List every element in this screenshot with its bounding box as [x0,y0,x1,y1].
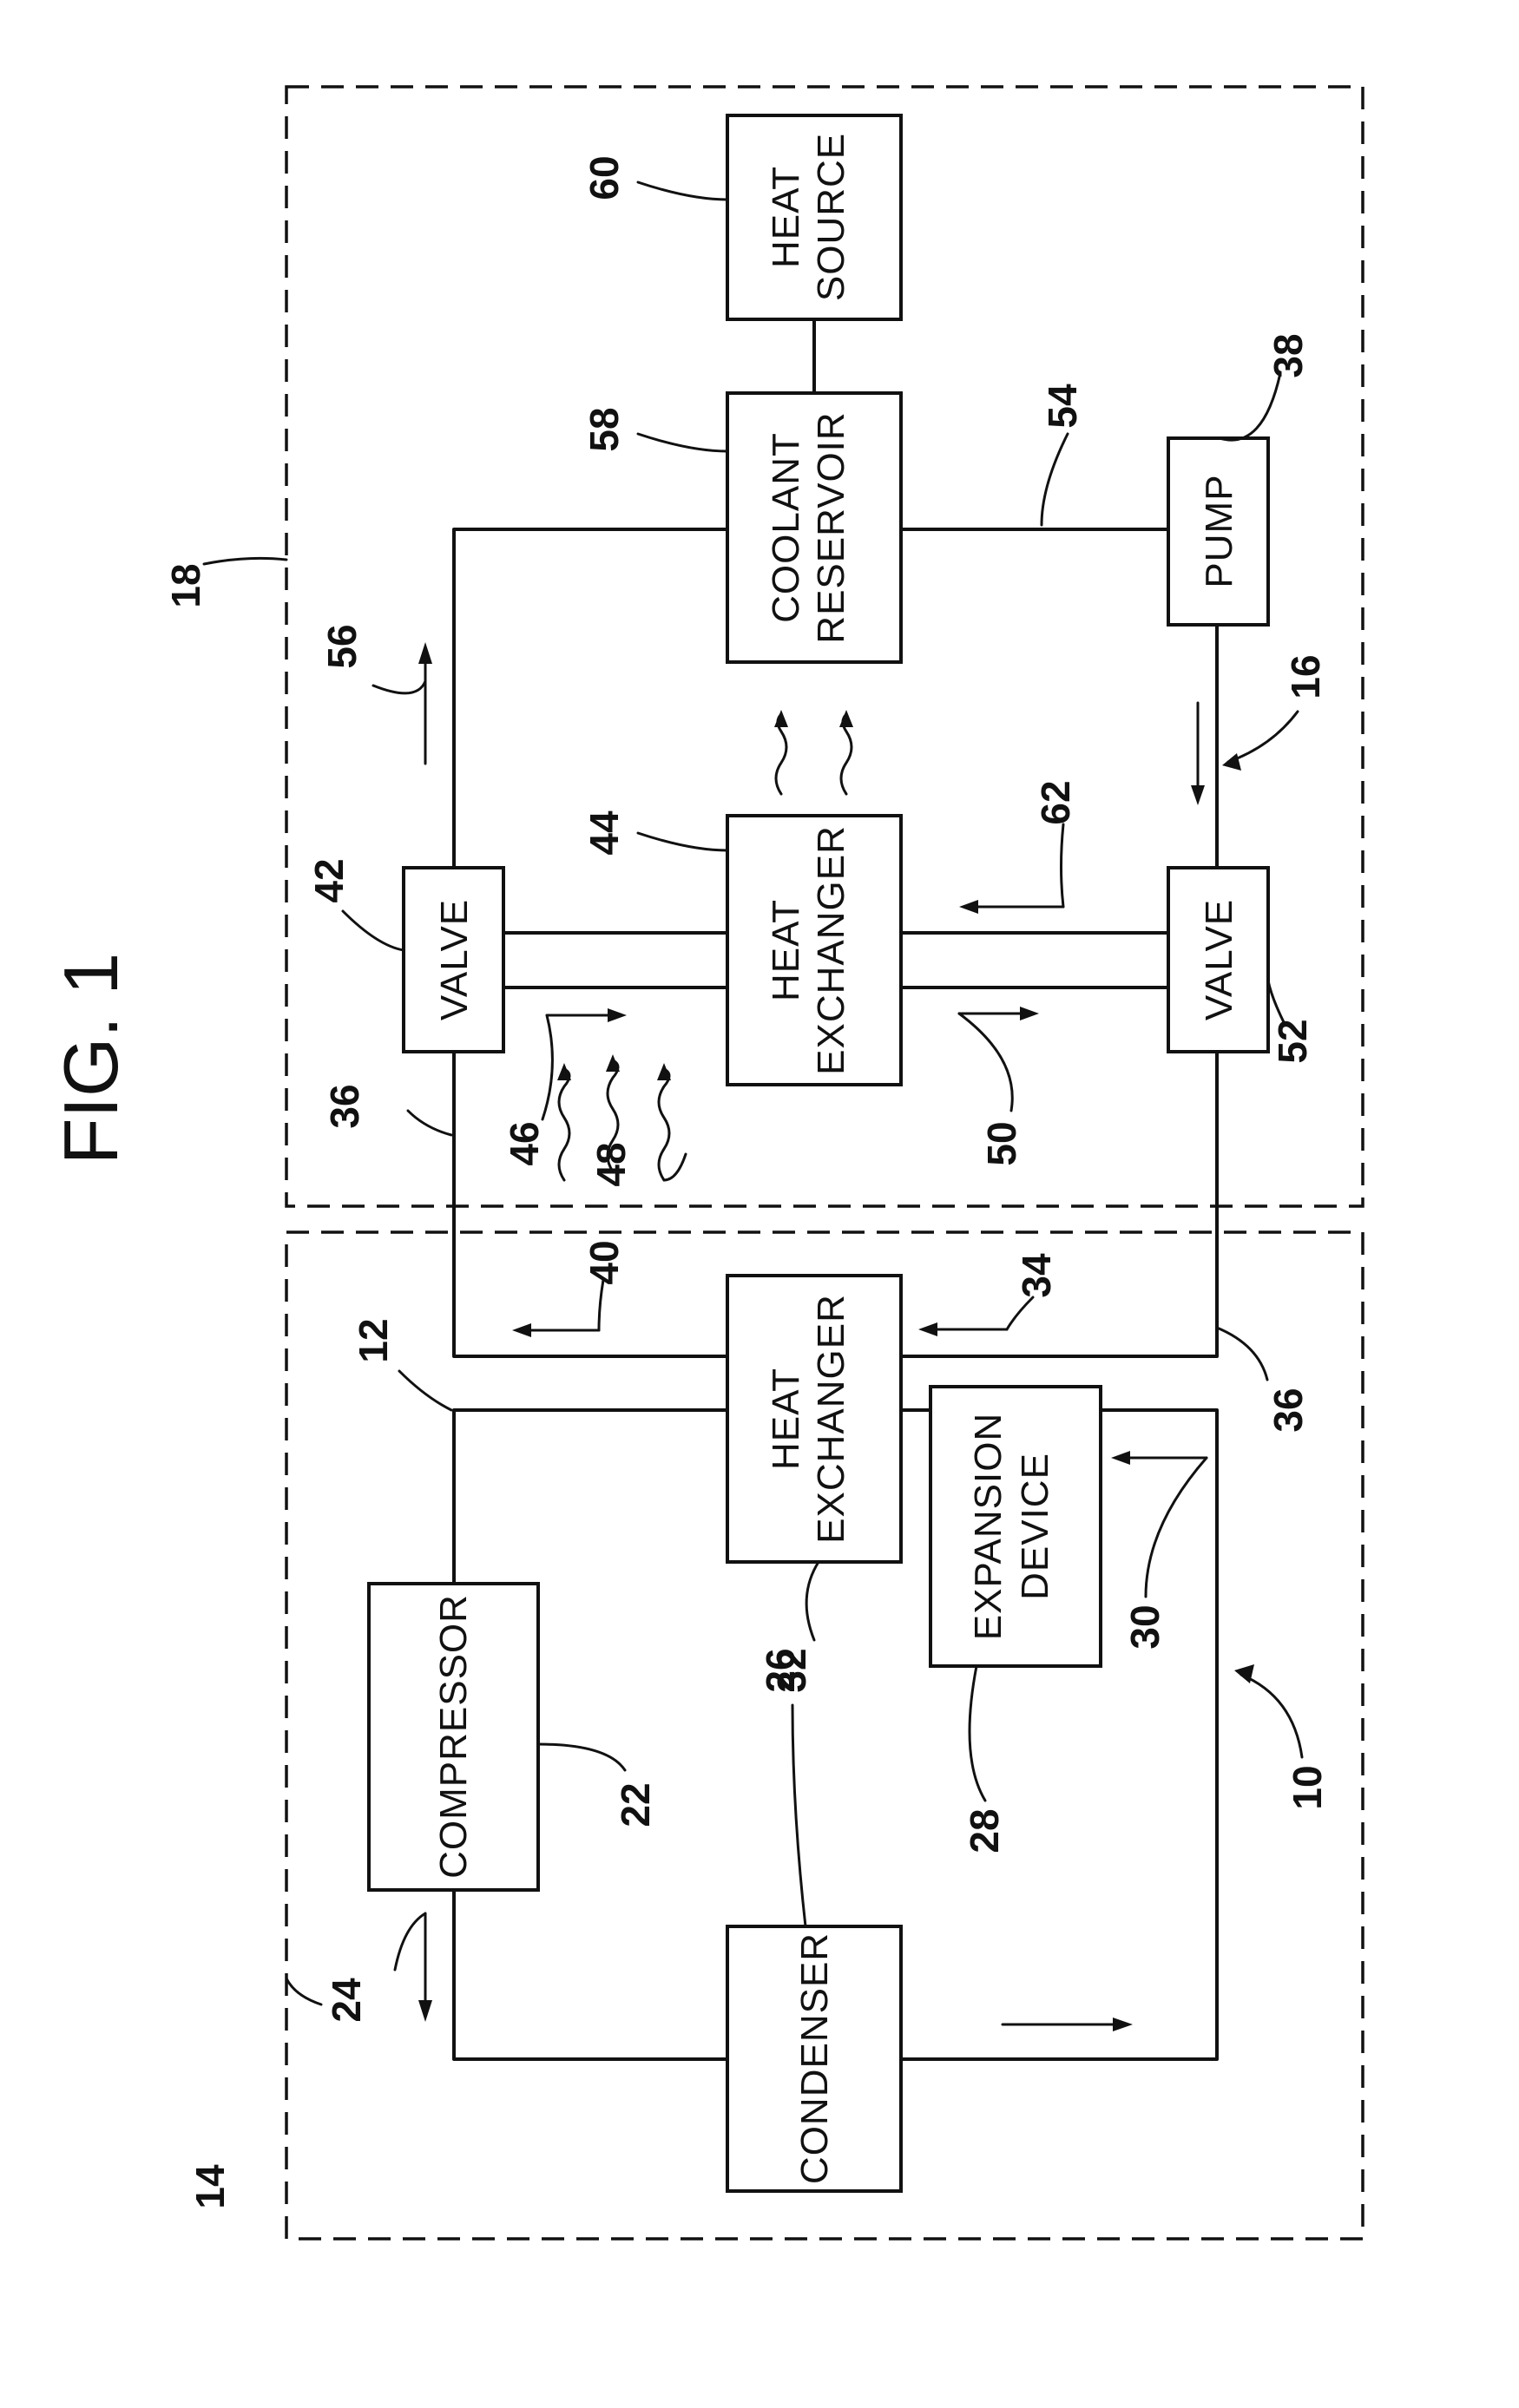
compressor-label: COMPRESSOR [432,1594,475,1879]
heat-source-line1: HEAT [765,166,807,268]
ref-28: 28 [962,1808,1007,1853]
flow-arrow-62 [959,900,1063,914]
ref-52: 52 [1270,1019,1315,1063]
leader-58 [638,434,727,451]
leader-34 [1007,1297,1033,1329]
leader-50 [959,1014,1012,1111]
leader-36-right [1217,1328,1267,1380]
flow-arrow-40 [512,1323,599,1337]
leader-60 [638,182,727,200]
leader-56 [373,681,425,693]
heat-source-line2: SOURCE [810,133,852,301]
ref-12: 12 [351,1318,396,1362]
refrigerant-line-compressor-condenser [454,1890,727,2059]
ref-48: 48 [589,1142,634,1186]
ref-50: 50 [979,1121,1024,1165]
flow-arrow-46 [547,1008,627,1022]
leader-38 [1220,373,1280,440]
flow-arrow-50 [959,1007,1039,1020]
ref-46: 46 [502,1121,547,1165]
callout-arrow-16 [1222,712,1298,771]
ref-38: 38 [1266,333,1311,377]
ref-30: 30 [1122,1604,1167,1649]
ref-54: 54 [1040,384,1085,429]
ref-16: 16 [1283,654,1328,699]
ref-10: 10 [1285,1765,1330,1809]
leader-30 [1146,1458,1207,1597]
ref-42: 42 [306,858,352,902]
coolant-reservoir-line2: RESERVOIR [810,411,852,643]
heat-exchanger-32-line2: EXCHANGER [810,1294,852,1544]
leader-12 [399,1371,451,1410]
ref-32: 32 [769,1648,814,1692]
leader-46 [542,1015,552,1119]
leader-36-left [408,1111,451,1135]
leader-54 [1042,434,1068,525]
coolant-line-36-left [454,1035,727,1356]
ref-36-left: 36 [322,1084,367,1128]
valve-52-label: VALVE [1198,899,1240,1020]
leader-24 [395,1913,425,1970]
heat-exchanger-32-line1: HEAT [765,1368,807,1470]
flow-arrow-condenser-right [1003,2018,1133,2031]
pump-label: PUMP [1198,474,1240,587]
leader-48 [664,1154,686,1180]
leader-52 [1268,981,1285,1024]
figure-title: FIG. 1 [48,953,134,1165]
refrigerant-line-top [454,1410,727,1584]
flow-arrow-24 [418,1913,432,2022]
leader-40 [599,1280,603,1330]
condenser-label: CONDENSER [793,1932,836,2184]
leader-22 [538,1744,625,1770]
ref-44: 44 [582,810,627,856]
ref-34: 34 [1014,1253,1059,1298]
leader-62 [1062,824,1064,907]
heat-waves-upper [774,710,853,794]
ref-18: 18 [163,563,208,607]
heat-exchanger-44-line2: EXCHANGER [810,825,852,1075]
expansion-device-line1: EXPANSION [967,1413,1009,1640]
heat-exchanger-44-line1: HEAT [765,899,807,1001]
leader-18 [204,558,286,564]
ref-62: 62 [1033,780,1078,824]
leader-14 [286,1978,321,2004]
ref-60: 60 [582,155,627,200]
flow-arrow-pump-down [1191,703,1205,805]
expansion-device-line2: DEVICE [1014,1453,1056,1600]
ref-56: 56 [319,624,365,668]
coolant-line-36-right [901,1052,1217,1356]
ref-58: 58 [582,407,627,451]
leader-42 [343,911,404,950]
valve-42-label: VALVE [433,899,476,1020]
ref-24: 24 [324,1978,369,2023]
coolant-reservoir-line1: COOLANT [765,432,807,623]
leader-44 [638,833,727,850]
callout-arrow-10 [1234,1664,1302,1757]
ref-22: 22 [613,1782,658,1827]
flow-arrow-30 [1111,1451,1207,1465]
flow-arrow-56 [418,642,432,764]
leader-26 [792,1705,806,1926]
leader-32 [806,1562,819,1640]
ref-40: 40 [582,1240,627,1284]
ref-36-right: 36 [1266,1388,1311,1432]
flow-arrow-34 [918,1322,1007,1336]
ref-14: 14 [187,2164,233,2209]
leader-28 [970,1666,985,1801]
